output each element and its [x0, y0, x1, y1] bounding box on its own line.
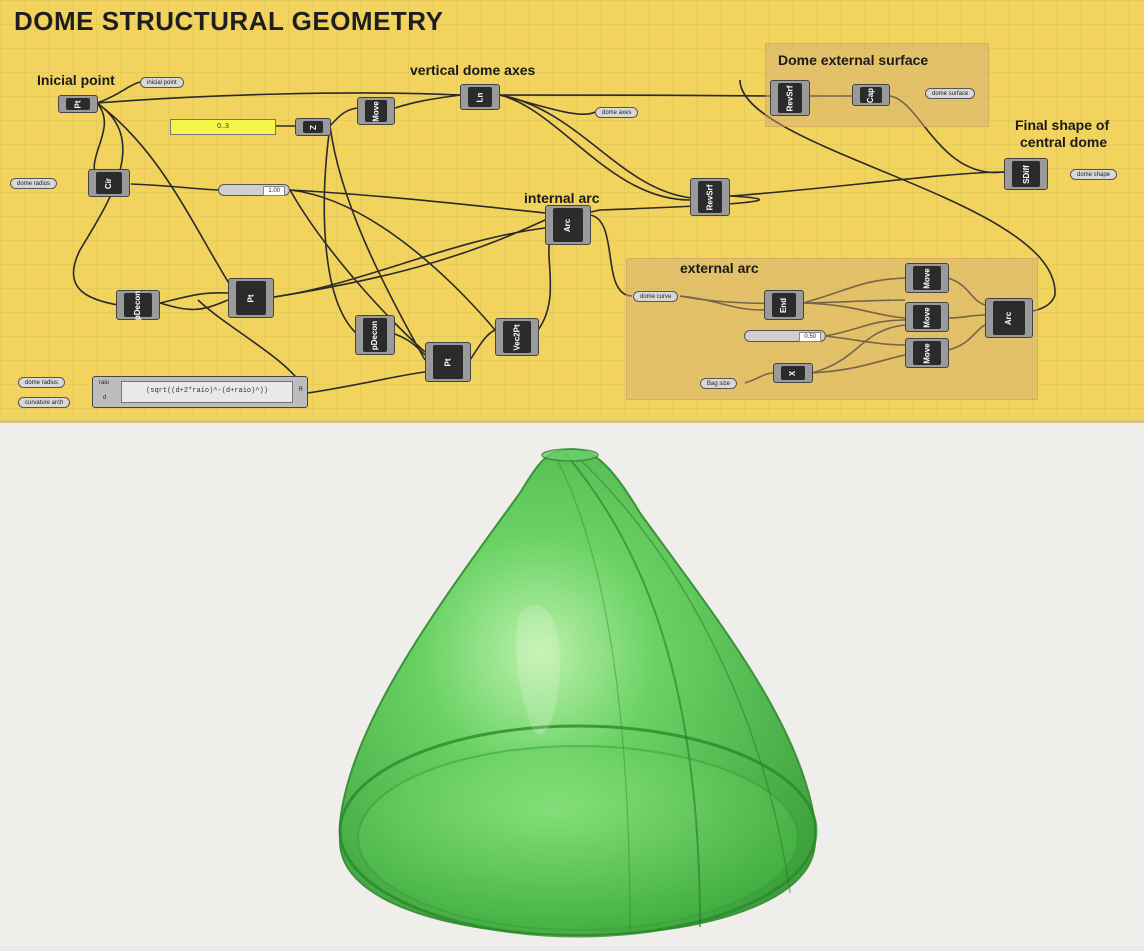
node-sdiff-label: SDiff	[1021, 164, 1031, 184]
node-circle[interactable]: Cir	[88, 169, 130, 197]
node-sdiff[interactable]: SDiff	[1004, 158, 1048, 190]
grasshopper-canvas[interactable]: DOME STRUCTURAL GEOMETRY Inicial point v…	[0, 0, 1144, 423]
param-bag-size[interactable]: Bag size	[700, 378, 738, 389]
node-move-3-label: Move	[922, 306, 932, 328]
node-move-2[interactable]: Move	[905, 263, 949, 293]
param-dome-surface[interactable]: dome surface	[925, 88, 976, 99]
node-arc-1[interactable]: Arc	[545, 205, 591, 245]
dome-rib-2	[574, 454, 791, 894]
node-end[interactable]: End	[764, 290, 804, 320]
label-final-shape-1: Final shape of	[1015, 117, 1110, 133]
node-line[interactable]: Ln	[460, 84, 500, 110]
node-x[interactable]: X	[773, 363, 813, 383]
node-move-4[interactable]: Move	[905, 338, 949, 368]
label-dome-external-surface: Dome external surface	[778, 52, 929, 68]
node-pdecon-2-label: pDecon	[370, 320, 380, 350]
param-dome-radius-2[interactable]: dome radius	[18, 377, 66, 388]
rhino-viewport[interactable]	[0, 423, 1144, 946]
node-end-label: End	[779, 297, 789, 313]
node-cap[interactable]: Cap	[852, 84, 890, 106]
node-revsrf-2-label: RevSrf	[705, 184, 715, 210]
expression-component[interactable]: raio d (sqrt((d+2*raio)^-(d+raio)^)) R	[92, 376, 308, 408]
node-vec2pt-label: Vec2Pt	[512, 323, 522, 351]
param-dome-radius[interactable]: dome radius	[10, 178, 58, 189]
dome-render	[338, 448, 818, 938]
dome-highlight	[515, 605, 560, 735]
page-title: DOME STRUCTURAL GEOMETRY	[14, 6, 444, 36]
node-move-3[interactable]: Move	[905, 302, 949, 332]
wire-layer	[72, 79, 1056, 394]
group-external-arc[interactable]	[626, 258, 1038, 400]
expr-input-raio: raio	[99, 380, 110, 386]
label-final-shape-2: central dome	[1020, 134, 1108, 150]
node-move-4-label: Move	[922, 342, 932, 364]
dome-rib-3	[554, 454, 631, 932]
dome-base-ring	[338, 724, 818, 938]
slider-value-2: 0.50	[799, 332, 821, 342]
node-cap-label: Cap	[866, 87, 876, 103]
panel-range[interactable]: 0..3	[170, 119, 276, 135]
param-dome-axes[interactable]: dome axes	[595, 107, 639, 118]
node-revsrf-2[interactable]: RevSrf	[690, 178, 730, 216]
node-circle-label: Cir	[104, 177, 114, 189]
node-move-1[interactable]: Move	[357, 97, 395, 125]
node-move-1-label: Move	[371, 100, 381, 122]
node-pt-2[interactable]: Pt	[228, 278, 274, 318]
node-revsrf-1[interactable]: RevSrf	[770, 80, 810, 116]
node-pt-2-label: Pt	[246, 294, 256, 302]
node-arc-1-label: Arc	[563, 218, 573, 232]
node-vec2pt[interactable]: Vec2Pt	[495, 318, 539, 356]
label-initial-point: Inicial point	[37, 72, 115, 88]
param-curvature-arch[interactable]: curvature arch	[18, 397, 71, 408]
number-slider-1[interactable]: 1.00	[218, 184, 290, 196]
expression-formula: (sqrt((d+2*raio)^-(d+raio)^))	[121, 381, 293, 403]
dome-rib-1	[564, 452, 701, 928]
label-vertical-dome-axes: vertical dome axes	[410, 62, 536, 78]
node-pt-3[interactable]: Pt	[425, 342, 471, 382]
slider-value-1: 1.00	[263, 186, 285, 196]
number-slider-2[interactable]: 0.50	[744, 330, 826, 342]
node-arc-2[interactable]: Arc	[985, 298, 1033, 338]
param-dome-shape[interactable]: dome shape	[1070, 169, 1118, 180]
param-dome-curve[interactable]: dome curve	[633, 291, 679, 302]
node-move-2-label: Move	[922, 267, 932, 289]
node-pdecon-1-label: pDecon	[133, 290, 143, 320]
expr-input-d: d	[103, 395, 107, 401]
node-arc-2-label: Arc	[1004, 311, 1014, 325]
expr-output-r: R	[298, 387, 303, 393]
param-inicial-point[interactable]: inicial point	[140, 77, 184, 88]
dome-top-cap	[541, 448, 599, 462]
node-pt[interactable]: Pt	[58, 95, 98, 113]
node-pdecon-2[interactable]: pDecon	[355, 315, 395, 355]
label-external-arc: external arc	[680, 260, 759, 276]
node-pdecon-1[interactable]: pDecon	[116, 290, 160, 320]
node-pt-label: Pt	[73, 100, 83, 108]
dome-inner-base	[357, 745, 799, 931]
node-x-label: X	[788, 370, 798, 376]
node-revsrf-1-label: RevSrf	[785, 85, 795, 111]
label-internal-arc: internal arc	[524, 190, 600, 206]
node-line-label: Ln	[475, 92, 485, 102]
node-z-label: Z	[308, 124, 318, 130]
node-pt-3-label: Pt	[443, 358, 453, 366]
node-z[interactable]: Z	[295, 118, 331, 136]
